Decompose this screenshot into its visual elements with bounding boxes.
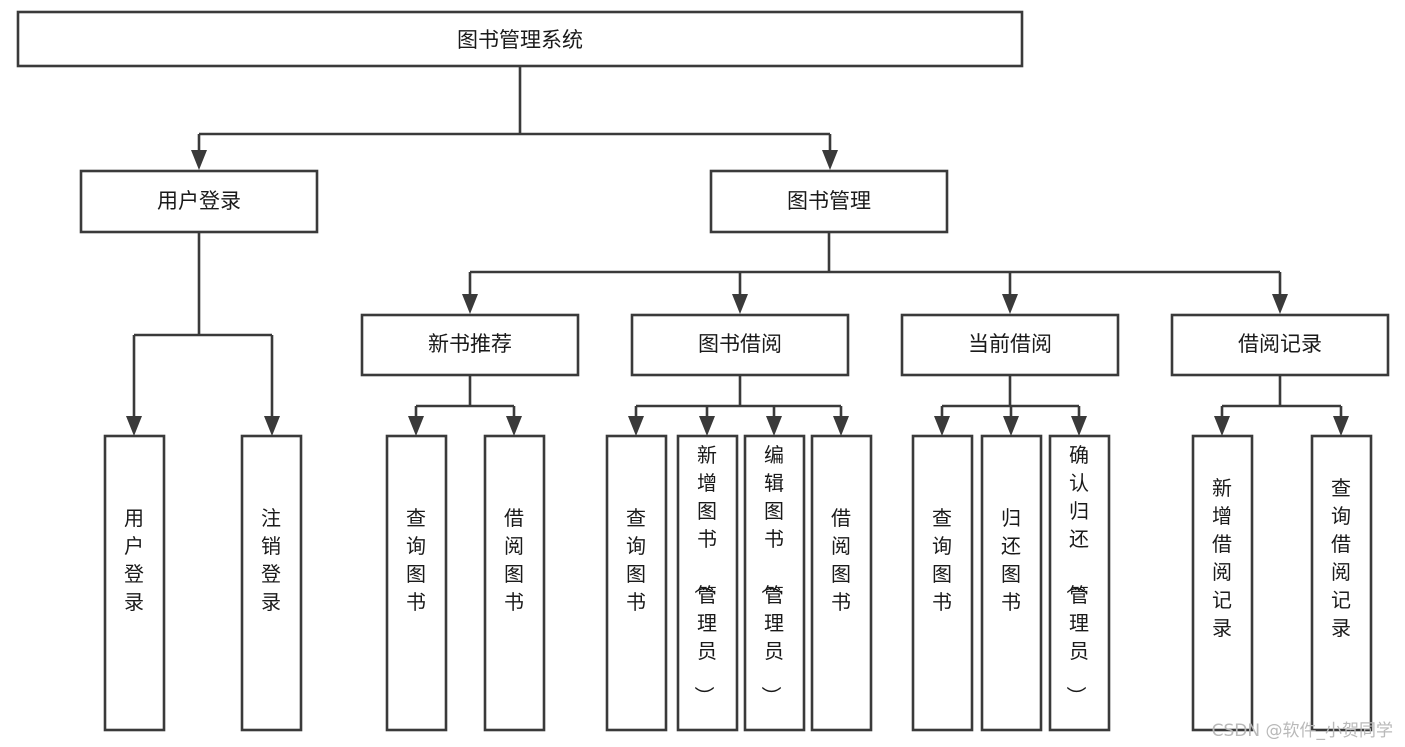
leaf-box [810, 434, 873, 732]
connector-current-borrow-to-leaves [934, 375, 1087, 436]
leaf-label: 查询图书 [626, 506, 646, 614]
arrow-bb-leaf-2 [699, 416, 715, 436]
borrow-record-label: 借阅记录 [1238, 332, 1322, 356]
leaf-box [743, 434, 806, 732]
arrow-user-login [191, 150, 207, 170]
leaf-query-borrow-record[interactable]: 查询借阅记录 [1310, 434, 1373, 732]
new-book-recommend-box [360, 313, 580, 377]
leaf-label: 借阅图书 [831, 506, 851, 614]
leaf-label: 新增借阅记录 [1212, 476, 1232, 640]
leaf-label: 编辑图书（管理员） [759, 443, 784, 706]
leaf-label: 确认归还（管理员） [1064, 443, 1089, 706]
node-borrow-record[interactable]: 借阅记录 [1170, 313, 1390, 377]
arrow-leaf-user-login [126, 416, 142, 436]
book-manage-label: 图书管理 [787, 189, 871, 213]
book-manage-box [709, 169, 949, 234]
leaf-borrow-book-recommend[interactable]: 借阅图书 [483, 434, 546, 732]
leaf-edit-book-admin[interactable]: 编辑图书（管理员） [743, 434, 806, 732]
arrow-nb-leaf-1 [408, 416, 424, 436]
leaf-return-book[interactable]: 归还图书 [980, 434, 1043, 732]
arrow-bb-leaf-4 [833, 416, 849, 436]
leaf-query-book-borrow[interactable]: 查询图书 [605, 434, 668, 732]
borrow-record-box [1170, 313, 1390, 377]
leaf-borrow-book-borrow[interactable]: 借阅图书 [810, 434, 873, 732]
current-borrow-box [900, 313, 1120, 377]
leaf-box [980, 434, 1043, 732]
new-book-recommend-label: 新书推荐 [428, 332, 512, 356]
leaf-box [240, 434, 303, 732]
leaf-logout[interactable]: 注销登录 [240, 434, 303, 732]
leaf-box [385, 434, 448, 732]
arrow-leaf-logout [264, 416, 280, 436]
root-label: 图书管理系统 [457, 28, 583, 52]
arrow-br-leaf-1 [1214, 416, 1230, 436]
node-book-borrow[interactable]: 图书借阅 [630, 313, 850, 377]
leaf-label: 查询借阅记录 [1331, 476, 1351, 640]
arrow-book-borrow [732, 294, 748, 314]
leaf-label: 新增图书（管理员） [692, 443, 717, 706]
leaf-label: 查询图书 [406, 506, 426, 614]
arrow-bb-leaf-1 [628, 416, 644, 436]
arrow-nb-leaf-2 [506, 416, 522, 436]
leaf-label: 借阅图书 [504, 506, 524, 614]
arrow-bb-leaf-3 [766, 416, 782, 436]
leaf-confirm-return-admin[interactable]: 确认归还（管理员） [1048, 434, 1111, 732]
leaf-query-book-recommend[interactable]: 查询图书 [385, 434, 448, 732]
connector-root-to-level2 [191, 66, 838, 170]
book-borrow-box [630, 313, 850, 377]
node-root[interactable]: 图书管理系统 [16, 10, 1024, 68]
node-book-manage[interactable]: 图书管理 [709, 169, 949, 234]
leaf-label: 注销登录 [261, 506, 281, 614]
arrow-cb-leaf-1 [934, 416, 950, 436]
leaf-box [911, 434, 974, 732]
leaf-add-book-admin[interactable]: 新增图书（管理员） [676, 434, 739, 732]
user-login-label: 用户登录 [157, 189, 241, 213]
leaf-box [483, 434, 546, 732]
leaf-box [1310, 434, 1373, 732]
connector-book-manage-to-level3 [462, 232, 1288, 314]
leaf-box [605, 434, 668, 732]
leaf-box [1191, 434, 1254, 732]
arrow-current-borrow [1002, 294, 1018, 314]
root-box [16, 10, 1024, 68]
current-borrow-label: 当前借阅 [968, 332, 1052, 356]
leaf-add-borrow-record[interactable]: 新增借阅记录 [1191, 434, 1254, 732]
node-new-book-recommend[interactable]: 新书推荐 [360, 313, 580, 377]
arrow-book-manage [822, 150, 838, 170]
node-current-borrow[interactable]: 当前借阅 [900, 313, 1120, 377]
leaf-query-book-current[interactable]: 查询图书 [911, 434, 974, 732]
connector-book-borrow-to-leaves [628, 375, 849, 436]
node-user-login[interactable]: 用户登录 [79, 169, 319, 234]
leaf-box [1048, 434, 1111, 732]
leaf-label: 用户登录 [124, 506, 144, 614]
connector-borrow-record-to-leaves [1214, 375, 1349, 436]
leaf-box [103, 434, 166, 732]
arrow-br-leaf-2 [1333, 416, 1349, 436]
csdn-watermark: CSDN @软件_小贺同学 [1211, 721, 1393, 741]
arrow-borrow-record [1272, 294, 1288, 314]
book-borrow-label: 图书借阅 [698, 332, 782, 356]
arrow-cb-leaf-2 [1003, 416, 1019, 436]
arrow-cb-leaf-3 [1071, 416, 1087, 436]
leaf-user-login[interactable]: 用户登录 [103, 434, 166, 732]
connector-new-book-to-leaves [408, 375, 522, 436]
leaf-box [676, 434, 739, 732]
leaf-label: 归还图书 [1001, 506, 1021, 614]
connector-user-login-to-leaves [126, 232, 280, 436]
arrow-new-book [462, 294, 478, 314]
leaf-label: 查询图书 [932, 506, 952, 614]
